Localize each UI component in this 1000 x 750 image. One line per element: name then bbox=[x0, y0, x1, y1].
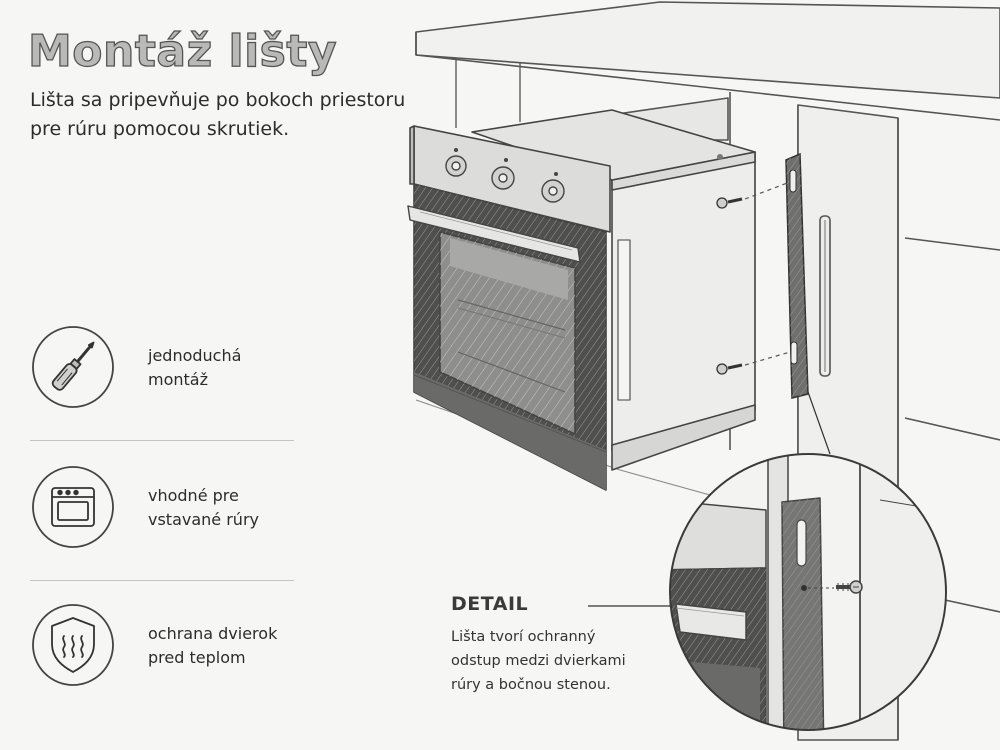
feature-label-line: ochrana dvierok bbox=[148, 624, 278, 643]
detail-text-line: odstup medzi dvierkami bbox=[451, 653, 626, 669]
divider bbox=[30, 580, 294, 581]
detail-title: DETAIL bbox=[451, 593, 529, 615]
detail-text-line: Lišta tvorí ochranný bbox=[451, 629, 596, 645]
feature-easy-assembly: jednoduchá montáž bbox=[28, 322, 298, 412]
page-title: Montáž lišty bbox=[27, 25, 338, 77]
feature-label-line: jednoduchá bbox=[148, 346, 242, 365]
page-subtitle: Lišta sa pripevňuje po bokoch priestoru … bbox=[30, 89, 406, 140]
feature-label-line: vhodné pre bbox=[148, 486, 239, 505]
feature-door-heat-protection: ochrana dvierok pred teplom bbox=[28, 600, 298, 690]
detail-magnifier bbox=[588, 453, 947, 731]
oven-icon bbox=[32, 466, 114, 548]
divider bbox=[30, 440, 294, 441]
oven-control-knobs bbox=[445, 155, 565, 203]
feature-built-in-ovens: vhodné pre vstavané rúry bbox=[28, 462, 298, 552]
built-in-oven bbox=[407, 109, 756, 491]
detail-description: Lišta tvorí ochranný odstup medzi dvierk… bbox=[451, 625, 681, 697]
feature-label-line: pred teplom bbox=[148, 648, 246, 667]
detail-text-line: rúry a bočnou stenou. bbox=[451, 677, 611, 693]
screwdriver-icon bbox=[32, 326, 114, 408]
screw-icon bbox=[716, 197, 743, 375]
mounting-strip bbox=[785, 152, 809, 399]
detail-screw-icon bbox=[836, 580, 863, 594]
heat-shield-icon bbox=[32, 604, 114, 686]
feature-label-line: montáž bbox=[148, 370, 208, 389]
feature-label-line: vstavané rúry bbox=[148, 510, 259, 529]
